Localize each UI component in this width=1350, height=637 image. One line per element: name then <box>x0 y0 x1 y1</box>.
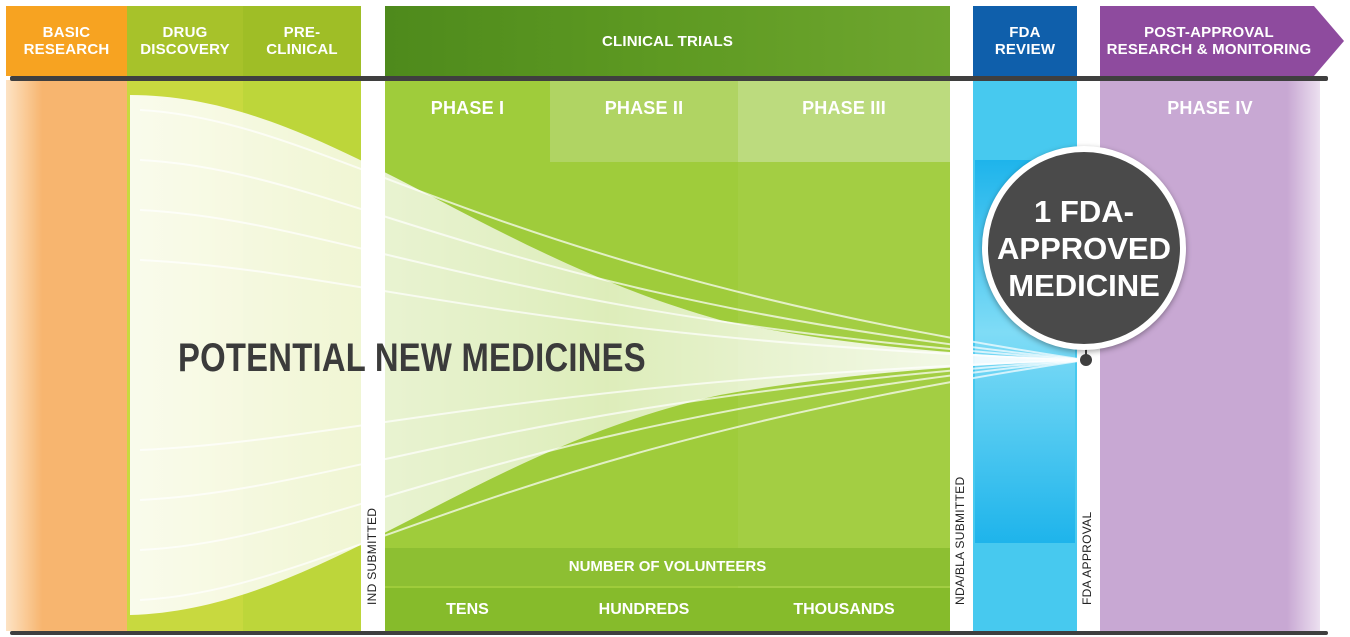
basic-research-column <box>6 80 127 631</box>
volunteers-tens: TENS <box>446 601 489 618</box>
volunteers-counts-band <box>385 588 950 631</box>
volunteers-title: NUMBER OF VOLUNTEERS <box>568 558 767 575</box>
nda-submitted-label: NDA/BLA SUBMITTED <box>953 476 967 605</box>
approved-medicine-badge: 1 FDA- APPROVED MEDICINE <box>982 146 1186 350</box>
phase3-label: PHASE III <box>802 98 886 118</box>
volunteers-thousands: THOUSANDS <box>793 601 895 618</box>
stage-post-approval-arrow <box>1100 6 1344 76</box>
phase2-label: PHASE II <box>604 98 684 118</box>
funnel-strand <box>139 259 1086 361</box>
funnel-body <box>130 95 1085 615</box>
funnel-strand <box>139 359 1086 601</box>
phase3-top-band <box>738 80 950 162</box>
volunteers-band <box>385 548 950 586</box>
funnel-strand <box>139 109 1086 361</box>
header-divider <box>10 76 1328 81</box>
stage-clinical-trials: CLINICAL TRIALS <box>385 6 950 76</box>
stage-preclinical: PRE-CLINICAL <box>243 6 361 76</box>
volunteers-hundreds: HUNDREDS <box>598 601 690 618</box>
funnel-strand <box>139 159 1086 361</box>
funnel-strand <box>139 359 1086 551</box>
badge-line-2: APPROVED <box>997 230 1171 266</box>
badge-line-1: 1 FDA- <box>1034 193 1134 229</box>
ind-submitted-label: IND SUBMITTED <box>365 507 379 605</box>
phase1-label: PHASE I <box>430 98 505 118</box>
badge-line-3: MEDICINE <box>1008 267 1160 303</box>
funnel-strand <box>139 359 1086 451</box>
funnel-strand <box>139 359 1086 501</box>
approval-pin-dot <box>1080 354 1092 366</box>
funnel-strand <box>139 209 1086 361</box>
bottom-divider <box>10 631 1328 635</box>
phase2-top-band <box>550 80 738 162</box>
potential-medicines-label: POTENTIAL NEW MEDICINES <box>178 336 646 380</box>
fda-approval-label: FDA APPROVAL <box>1080 511 1094 605</box>
phase4-label: PHASE IV <box>1167 98 1253 118</box>
